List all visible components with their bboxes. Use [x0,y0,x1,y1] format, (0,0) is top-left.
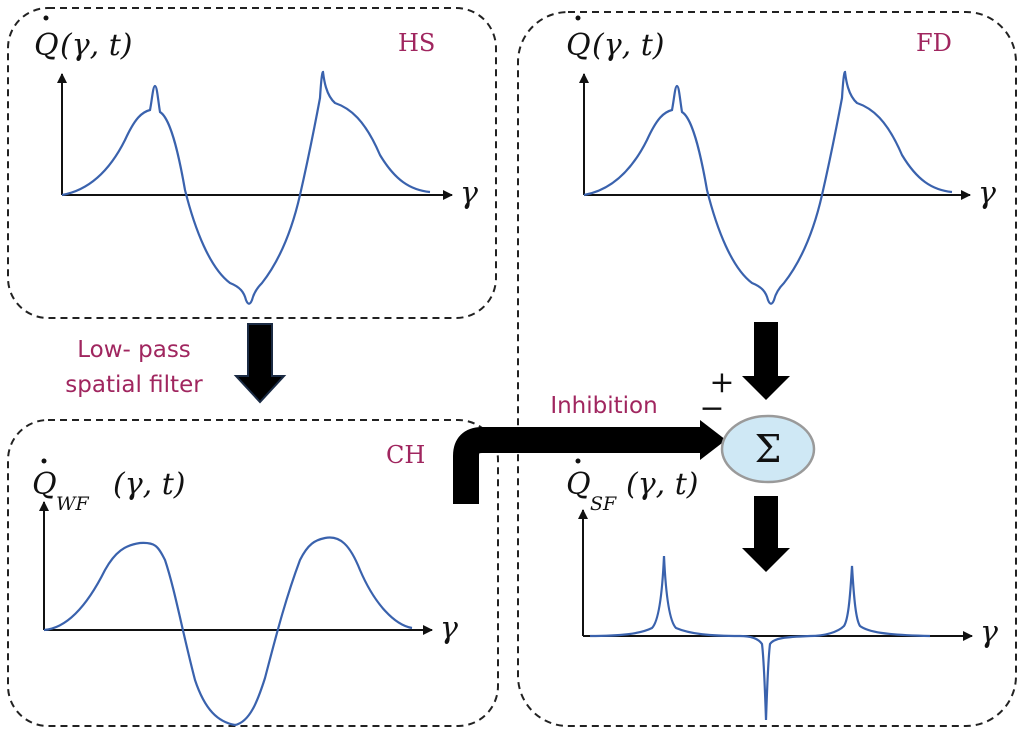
sum-ellipse [720,414,816,484]
hs-xlabel: γ [460,176,478,211]
minus-sign: − [699,391,724,426]
inhibition-arrowhead [700,420,726,460]
hs-panel: HS Q (γ, t) γ [34,15,478,305]
sf-ylabel-head: Q [566,467,591,502]
ch-tag: CH [386,441,425,469]
sf-ylabel-args: (γ, t) [626,467,698,502]
ch-ylabel-sub: WF [56,493,90,515]
ch-dot-accent [41,458,47,464]
fd-curve [583,70,953,305]
fd-tag: FD [916,29,952,57]
inhibition-arrow [453,427,708,504]
ch-panel: CH Q WF (γ, t) γ [32,441,458,727]
sf-ylabel: Q SF (γ, t) [566,458,698,515]
sf-xlabel: γ [980,615,998,650]
fd-ylabel-head: Q [566,28,591,63]
sum-to-sf-arrow [742,496,790,572]
ch-panel-box [7,419,499,727]
hs-ylabel-args: (γ, t) [60,28,132,63]
lowpass-label-line2: spatial filter [65,372,203,398]
fd-ylabel-args: (γ, t) [592,28,664,63]
ch-xlabel: γ [440,611,458,646]
hs-dot-accent [43,15,49,21]
sf-curve [589,555,931,721]
sf-panel: Q SF (γ, t) γ [566,458,998,721]
hs-ylabel: Q (γ, t) [34,15,132,63]
fd-panel-box [517,11,1017,727]
fd-xlabel: γ [978,176,996,211]
hs-curve [61,70,431,305]
fd-ylabel: Q (γ, t) [566,15,664,63]
ch-curve [43,536,413,727]
hs-tag: HS [398,29,435,57]
ch-ylabel-args: (γ, t) [113,467,185,502]
inhibition-label: Inhibition [550,393,657,419]
lowpass-label-line1: Low- pass [77,337,191,363]
fd-dot-accent [575,15,581,21]
lowpass-down-arrow [233,323,287,404]
fd-to-sum-arrow [742,322,790,400]
hs-panel-box [7,7,497,319]
ch-ylabel: Q WF (γ, t) [32,458,185,515]
summation-node: Σ [720,414,816,484]
sf-dot-accent [575,458,581,464]
hs-ylabel-head: Q [34,28,59,63]
sf-ylabel-sub: SF [590,493,617,515]
ch-ylabel-head: Q [32,467,57,502]
fd-panel: FD Q (γ, t) γ [566,15,996,305]
plus-sign: + [709,365,734,400]
sum-symbol: Σ [755,427,782,471]
